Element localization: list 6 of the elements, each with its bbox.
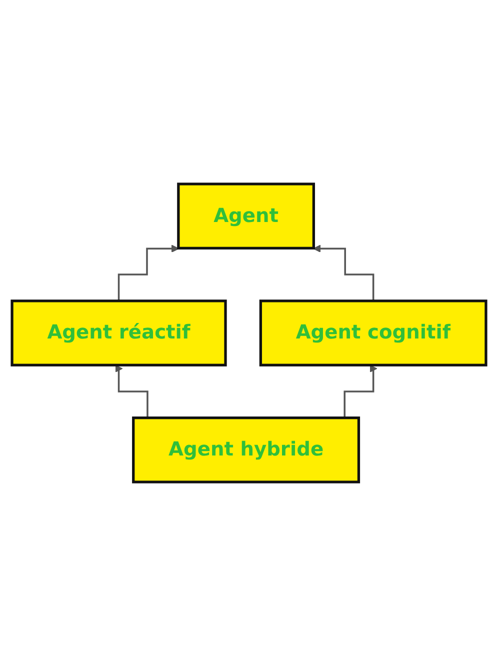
node-box: Agent cognitif	[259, 300, 488, 366]
node-box: Agent	[177, 182, 315, 250]
node-box: Agent hybride	[132, 416, 360, 484]
node-box: Agent réactif	[10, 300, 227, 366]
arrow	[313, 244, 374, 302]
arrow	[118, 244, 180, 302]
